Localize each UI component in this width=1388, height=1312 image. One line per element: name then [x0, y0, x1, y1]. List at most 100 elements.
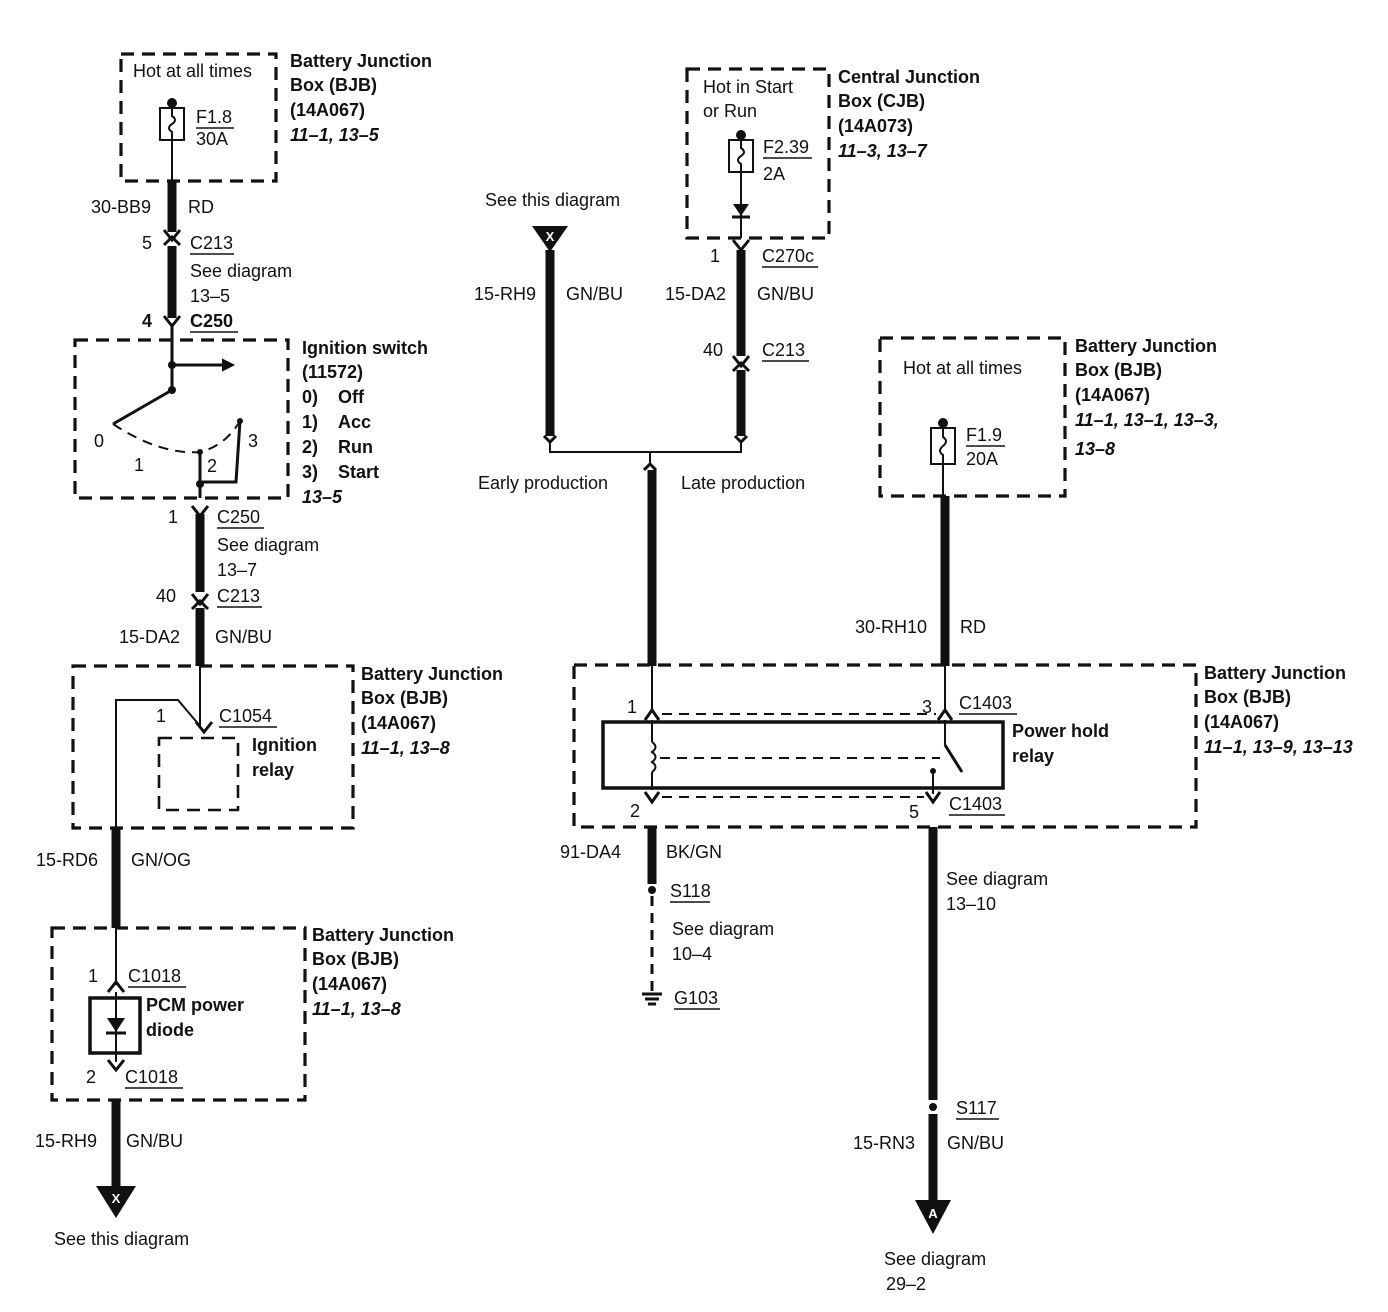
diode-conn2: C1018 — [125, 1067, 178, 1087]
c270c-name: C270c — [762, 246, 814, 266]
fuse-f1-9-name: F1.9 — [966, 425, 1002, 445]
diode-icon — [733, 204, 749, 216]
s118-see-ref: 10–4 — [672, 944, 712, 964]
ign-pos-3-label: Start — [338, 462, 379, 482]
switch-pos-2: 2 — [207, 456, 217, 476]
bjb4-refs-line2: 13–8 — [1075, 439, 1115, 459]
c213-name: C213 — [190, 233, 233, 253]
cjb-title-line1: Central Junction — [838, 67, 980, 87]
ignition-relay-label1: Ignition — [252, 735, 317, 755]
bjb4-refs-line1: 11–1, 13–1, 13–3, — [1075, 410, 1219, 430]
off-page-x-icon — [96, 1186, 136, 1218]
wire-color-rd-right: RD — [960, 617, 986, 637]
bjb2-refs: 11–1, 13–8 — [361, 738, 450, 758]
relay-pin-5: 5 — [909, 802, 919, 822]
hot-at-all-times-label-right: Hot at all times — [903, 358, 1022, 378]
bjb4-title-line1: Battery Junction — [1075, 336, 1217, 356]
switch-contact-icon — [112, 388, 173, 426]
wire-circuit-15-rh9-top: 15-RH9 — [474, 284, 536, 304]
bjb2-part-number: (14A067) — [361, 713, 436, 733]
bjb5-title-line2: Box (BJB) — [1204, 687, 1291, 707]
ign-pos-2-num: 2) — [302, 437, 318, 457]
diode-pin1: 1 — [88, 966, 98, 986]
ign-pos-0-num: 0) — [302, 387, 318, 407]
connector-icon — [643, 791, 661, 805]
off-page-x-top-letter: X — [546, 229, 555, 244]
ign-pos-3-num: 3) — [302, 462, 318, 482]
see-diagram-a-label: See diagram — [884, 1249, 986, 1269]
fuse-f1-9-amperage: 20A — [966, 449, 998, 469]
connector-icon — [190, 593, 210, 611]
wire-color-gn-og: GN/OG — [131, 850, 191, 870]
cjb-refs: 11–3, 13–7 — [838, 141, 928, 161]
bjb-pcm-diode-box: 1 C1018 2 C1018 PCM power diode — [50, 926, 307, 1102]
connector-icon — [731, 355, 751, 373]
hot-at-all-times-label: Hot at all times — [133, 61, 252, 81]
bjb1-refs: 11–1, 13–5 — [290, 125, 380, 145]
c213c-name: C213 — [762, 340, 805, 360]
relay-conn-bottom: C1403 — [949, 794, 1002, 814]
wire-color-gn-bu-left: GN/BU — [126, 1131, 183, 1151]
off-page-a-letter: A — [928, 1206, 938, 1221]
wire-color-gn-bu-top: GN/BU — [566, 284, 623, 304]
c250-bottom-name: C250 — [217, 507, 260, 527]
relay-pin-2: 2 — [630, 801, 640, 821]
c213b-pin: 40 — [156, 586, 176, 606]
wire-color-gn-bu-right: GN/BU — [947, 1133, 1004, 1153]
ignition-relay-label2: relay — [252, 760, 294, 780]
diode-icon — [107, 1018, 125, 1032]
c250-see-ref: 13–7 — [217, 560, 257, 580]
wire-circuit-30-bb9: 30-BB9 — [91, 197, 151, 217]
bjb1-title-line1: Battery Junction — [290, 51, 432, 71]
diode-conn1: C1018 — [128, 966, 181, 986]
bjb1-part-number: (14A067) — [290, 100, 365, 120]
wire-color-bk-gn: BK/GN — [666, 842, 722, 862]
wire-circuit-15-rn3: 15-RN3 — [853, 1133, 915, 1153]
relay-conn-top: C1403 — [959, 693, 1012, 713]
fuse-icon — [939, 428, 947, 464]
ign-pos-1-label: Acc — [338, 412, 371, 432]
bjb-fuse-box-f1-8: Hot at all times F1.8 30A — [119, 52, 278, 183]
see-this-diagram-bottom: See this diagram — [54, 1229, 189, 1249]
connector-icon — [106, 1059, 126, 1073]
relay-switch-icon — [943, 744, 964, 773]
late-production-label: Late production — [681, 473, 805, 493]
splice-s118: S118 — [670, 881, 711, 901]
wire-circuit-30-rh10: 30-RH10 — [855, 617, 927, 637]
bjb-fuse-box-f1-9: Hot at all times F1.9 20A — [878, 336, 1067, 498]
cjb-title-line2: Box (CJB) — [838, 91, 925, 111]
cjb-part-number: (14A073) — [838, 116, 913, 136]
early-production-label: Early production — [478, 473, 608, 493]
c213b-name: C213 — [217, 586, 260, 606]
wire-circuit-15-da2: 15-DA2 — [119, 627, 180, 647]
relay-pin: 1 — [156, 706, 166, 726]
c250-bottom-pin: 1 — [168, 507, 178, 527]
ignition-switch-ref: 13–5 — [302, 487, 343, 507]
bjb2-title-line2: Box (BJB) — [361, 688, 448, 708]
connector-icon — [194, 721, 214, 735]
ign-pos-2-label: Run — [338, 437, 373, 457]
fuse-name: F1.8 — [196, 107, 232, 127]
off-page-x-top-icon — [532, 226, 568, 252]
bjb-ignition-relay-box: 1 C1054 Ignition relay — [71, 664, 355, 830]
wire-circuit-15-rd6: 15-RD6 — [36, 850, 98, 870]
off-page-a-icon — [915, 1200, 951, 1234]
c213-pin: 5 — [142, 233, 152, 253]
ignition-switch-title: Ignition switch — [302, 338, 428, 358]
bjb2-title-line1: Battery Junction — [361, 664, 503, 684]
relay-pin-1: 1 — [627, 697, 637, 717]
bjb3-part-number: (14A067) — [312, 974, 387, 994]
c250-top-name: C250 — [190, 311, 233, 331]
c213-see-ref: 13–5 — [190, 286, 230, 306]
bjb1-title-line2: Box (BJB) — [290, 75, 377, 95]
bjb4-title-line2: Box (BJB) — [1075, 360, 1162, 380]
relay-connector: C1054 — [219, 706, 272, 726]
ign-pos-1-num: 1) — [302, 412, 318, 432]
cjb-fuse-box-f2-39: Hot in Start or Run F2.39 2A — [685, 67, 831, 240]
fuse-amperage: 30A — [196, 129, 228, 149]
c213c-pin: 40 — [703, 340, 723, 360]
bjb4-part-number: (14A067) — [1075, 385, 1150, 405]
see-diagram-a-ref: 29–2 — [886, 1274, 926, 1294]
cjb-fuse-amperage: 2A — [763, 164, 785, 184]
